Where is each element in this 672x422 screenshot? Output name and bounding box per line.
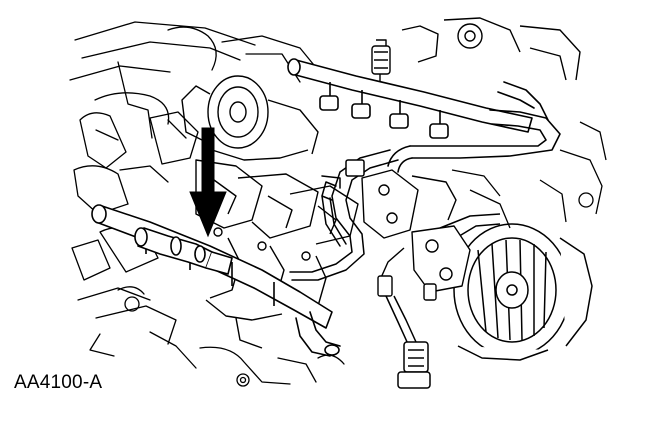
engine-background-clutter: [69, 21, 345, 387]
electrical-connector: [385, 295, 431, 389]
figure-code: AA4100-A: [14, 372, 103, 393]
intake-manifold: [195, 159, 359, 349]
alternator-bracket: [377, 225, 471, 301]
fuel-return-hose: [295, 311, 341, 357]
arrow-down-icon: [189, 127, 227, 238]
wiring-harness: [289, 149, 399, 281]
throttle-body: [181, 75, 319, 161]
engine-right-clutter: [451, 121, 607, 229]
mounting-bracket: [361, 169, 457, 239]
fuel-rail-upper: [287, 58, 533, 139]
alternator: [439, 213, 593, 361]
fuel-line-quick-connect: [134, 227, 233, 275]
fuel-supply-pipe: [387, 81, 561, 173]
connector-top: [371, 17, 581, 93]
